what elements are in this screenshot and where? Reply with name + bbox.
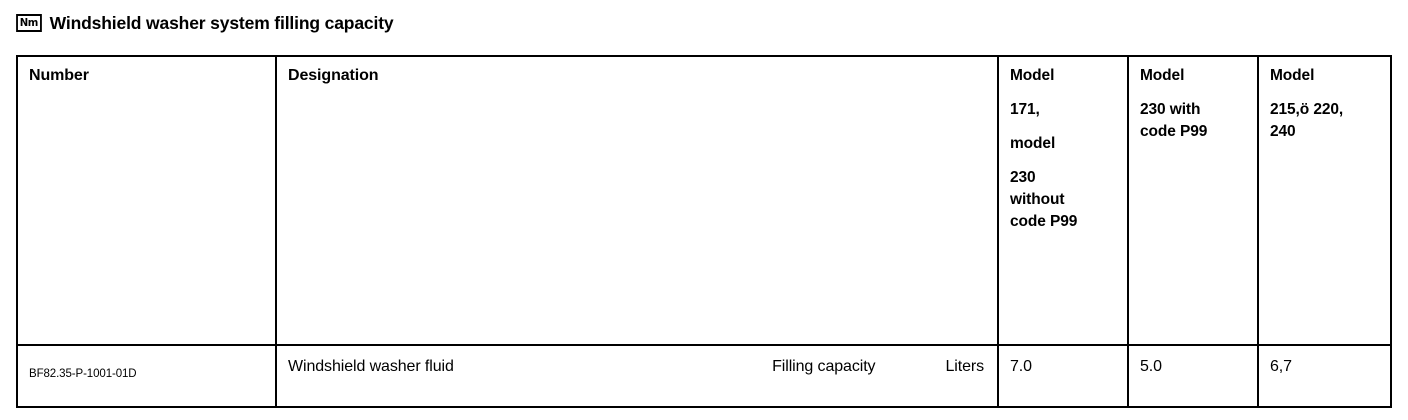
column-header-number: Number [18,57,276,347]
cell-designation: Windshield washer fluid Filling capacity… [275,345,998,406]
cell-number: BF82.35-P-1001-01D [18,345,276,406]
part-number-text: BF82.35-P-1001-01D [29,368,137,381]
specification-table: Number Designation Model 171, model 230 … [16,55,1392,408]
model-header-line: 230 [1010,169,1036,186]
cell-value-model-1: 7.0 [997,345,1128,406]
table-row: BF82.35-P-1001-01D Windshield washer flu… [18,345,1390,406]
model-header-line: code P99 [1010,213,1078,230]
column-header-model-171-230-without-p99: Model 171, model 230 without code P99 [997,57,1128,347]
value-model-1-text: 7.0 [1010,358,1032,376]
model-header-line: 240 [1270,123,1296,140]
model-header-line: code P99 [1140,123,1208,140]
model-header-line: Model [1270,67,1315,84]
value-model-2-text: 5.0 [1140,358,1162,376]
unit-label: Liters [945,358,984,376]
column-header-model-215-220-240: Model 215,ö 220, 240 [1257,57,1390,347]
page-title: Nm Windshield washer system filling capa… [15,11,394,35]
column-header-model-230-with-p99: Model 230 with code P99 [1127,57,1258,347]
cell-value-model-3: 6,7 [1257,345,1390,406]
model-header-line: 215,ö 220, [1270,101,1344,118]
column-header-designation: Designation [275,57,998,347]
column-header-designation-label: Designation [288,67,379,84]
column-header-number-label: Number [29,67,89,84]
page-title-text: Windshield washer system filling capacit… [49,12,394,33]
model-header-line: without [1010,191,1065,208]
quantity-label: Filling capacity [772,358,876,376]
newton-meter-icon: Nm [16,14,42,32]
cell-value-model-2: 5.0 [1127,345,1258,406]
model-header-line: model [1010,135,1056,152]
designation-text: Windshield washer fluid [288,358,454,376]
value-model-3-text: 6,7 [1270,358,1292,376]
model-header-line: 171, [1010,101,1040,118]
model-header-line: Model [1010,67,1055,84]
model-header-line: Model [1140,67,1185,84]
model-header-line: 230 with [1140,101,1201,118]
table-header-row: Number Designation Model 171, model 230 … [18,57,1390,347]
